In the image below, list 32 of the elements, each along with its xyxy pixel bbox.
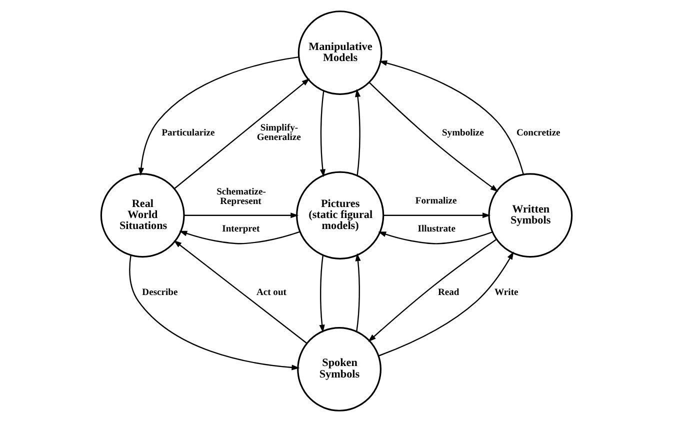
arrow (138, 56, 299, 176)
node-circle: Real World Situations (100, 173, 185, 258)
node-circle: Spoken Symbols (297, 327, 382, 412)
edge-label: Write (494, 287, 518, 298)
arrow (320, 90, 326, 178)
edge-label: Particularize (162, 127, 215, 138)
edge-label: Act out (256, 287, 286, 298)
edge-label: Schematize- Represent (216, 186, 266, 207)
arrow (355, 253, 361, 332)
edge-label: Read (438, 287, 460, 298)
edge-label: Formalize (415, 196, 457, 207)
node-circle: Manipulative Models (298, 10, 382, 95)
arrow (184, 212, 299, 218)
arrow (378, 231, 493, 244)
edge-label: Describe (142, 287, 178, 298)
edge-label: Simplify- Generalize (256, 122, 301, 144)
arrow (174, 240, 308, 344)
arrow (129, 255, 300, 370)
arrow (378, 252, 514, 356)
edge-label: Interpret (222, 223, 260, 234)
arrow (383, 212, 490, 218)
arrow (319, 254, 325, 333)
arrow (355, 88, 361, 176)
edge-label: Illustrate (418, 223, 456, 234)
arrow (368, 238, 497, 342)
edge-label: Concretize (516, 127, 560, 138)
arrow (174, 78, 310, 189)
arrow (368, 82, 498, 192)
arrow (379, 60, 524, 175)
edge-label: Symbolize (442, 127, 484, 138)
node-circle: Pictures (static figural models) (296, 171, 384, 260)
arrow (179, 230, 300, 244)
